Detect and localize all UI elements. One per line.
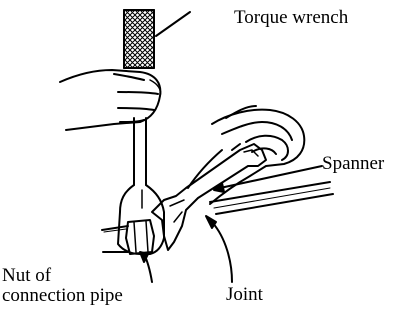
spanner-label: Spanner <box>322 154 384 174</box>
spanner <box>152 144 266 250</box>
spanner-arrowhead <box>214 183 224 192</box>
joint-label: Joint <box>226 285 263 305</box>
joint-leader <box>212 222 232 282</box>
torque-wrench-label: Torque wrench <box>234 8 348 28</box>
nut-label-line1: Nut of <box>2 266 51 286</box>
nut-label-line2: connection pipe <box>2 286 123 306</box>
connection-pipe <box>102 226 128 252</box>
torque-wrench-leader <box>156 12 190 36</box>
spanner-leader <box>220 166 322 188</box>
pipe-nut <box>126 220 154 254</box>
torque-wrench <box>118 10 164 254</box>
